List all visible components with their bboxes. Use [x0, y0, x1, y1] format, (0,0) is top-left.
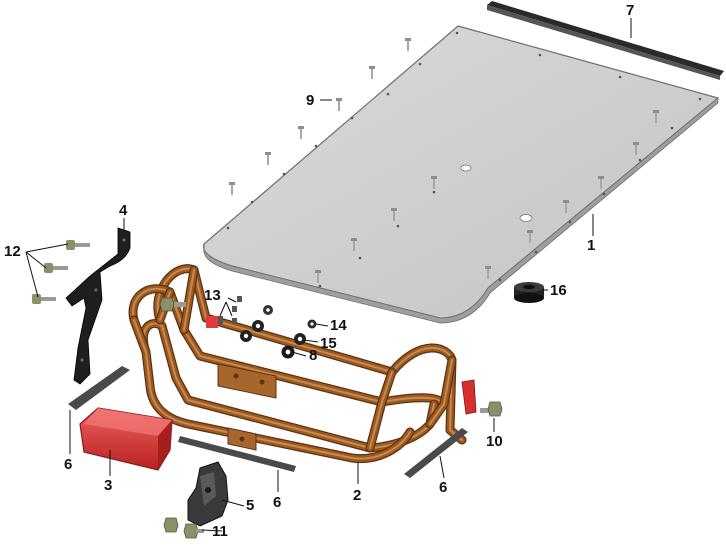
rack-left-reflector [206, 316, 218, 328]
part-16-grommet [514, 282, 544, 303]
screw-4 [298, 126, 304, 139]
part-4-bracket [65, 227, 131, 385]
callout-7: 7 [626, 2, 635, 19]
screw-14 [598, 176, 604, 189]
screw-2 [369, 66, 375, 79]
part-10-bolt [480, 401, 503, 417]
leader-lines [25, 18, 632, 532]
rack-tube-6 [179, 265, 199, 335]
part-3-tail-lamp [79, 407, 173, 471]
part-5-lamp-bracket [187, 461, 229, 527]
part-11-bolts [163, 517, 204, 539]
rack-top-bracket-plate [217, 363, 277, 399]
callout-8: 8 [309, 347, 318, 364]
part-9-screws [229, 38, 659, 283]
screw-13 [563, 200, 569, 213]
callout-5: 5 [246, 497, 255, 514]
rack-tube-4 [129, 315, 415, 464]
callout-13: 13 [204, 287, 221, 304]
rack-right-reflector [461, 379, 477, 415]
part-6-strips [68, 366, 468, 478]
strip-7-top [487, 1, 724, 76]
rack-tube-8 [425, 355, 457, 429]
part-7-strip [487, 1, 724, 80]
callout-4: 4 [119, 202, 128, 219]
small-hardware [159, 296, 317, 359]
callout-10: 10 [486, 433, 503, 450]
part-2-rack-frame [128, 264, 467, 464]
part-14-washers [240, 305, 317, 342]
callout-9: 9 [306, 92, 315, 109]
rack-tube-2 [128, 284, 449, 409]
rack-plates [206, 316, 477, 451]
callout-16: 16 [550, 282, 567, 299]
screw-6 [229, 182, 235, 195]
callout-14: 14 [330, 317, 347, 334]
part-8-nut [281, 345, 295, 359]
callout-12: 12 [4, 243, 21, 260]
callout-2: 2 [353, 487, 362, 504]
panel-edge-thickness [203, 97, 719, 324]
callout-6-bottom: 6 [273, 494, 282, 511]
callout-6-left: 6 [64, 456, 73, 473]
callout-15: 15 [320, 335, 337, 352]
panel-holes [460, 164, 533, 222]
panel-rivet-dots [226, 31, 702, 288]
callout-3: 3 [104, 477, 113, 494]
screw-7 [431, 176, 437, 189]
screw-10 [315, 270, 321, 283]
callout-6-right: 6 [439, 479, 448, 496]
strip-6-bottom [178, 436, 296, 472]
screw-11 [485, 266, 491, 279]
part-13-studs [218, 296, 242, 324]
part-12-bolts [32, 240, 90, 304]
screw-1 [405, 38, 411, 51]
screw-5 [265, 152, 271, 165]
screw-8 [391, 208, 397, 221]
screw-15 [633, 142, 639, 155]
screw-9 [351, 238, 357, 251]
screw-12 [527, 230, 533, 243]
strip-6-right [404, 428, 468, 478]
rack-left-bolt [159, 297, 186, 312]
rack-tube-7 [365, 367, 397, 453]
panel-plate [202, 25, 720, 319]
callout-1: 1 [587, 237, 596, 254]
screw-3 [336, 98, 342, 111]
callout-11: 11 [212, 523, 228, 540]
part-1-panel [202, 25, 720, 324]
strip-7-side [487, 5, 720, 80]
rack-tube-3 [138, 319, 439, 453]
part-15-washer [294, 333, 306, 345]
bracket-4-body [65, 227, 131, 385]
screw-16 [653, 110, 659, 123]
strip-6-left [68, 366, 130, 410]
